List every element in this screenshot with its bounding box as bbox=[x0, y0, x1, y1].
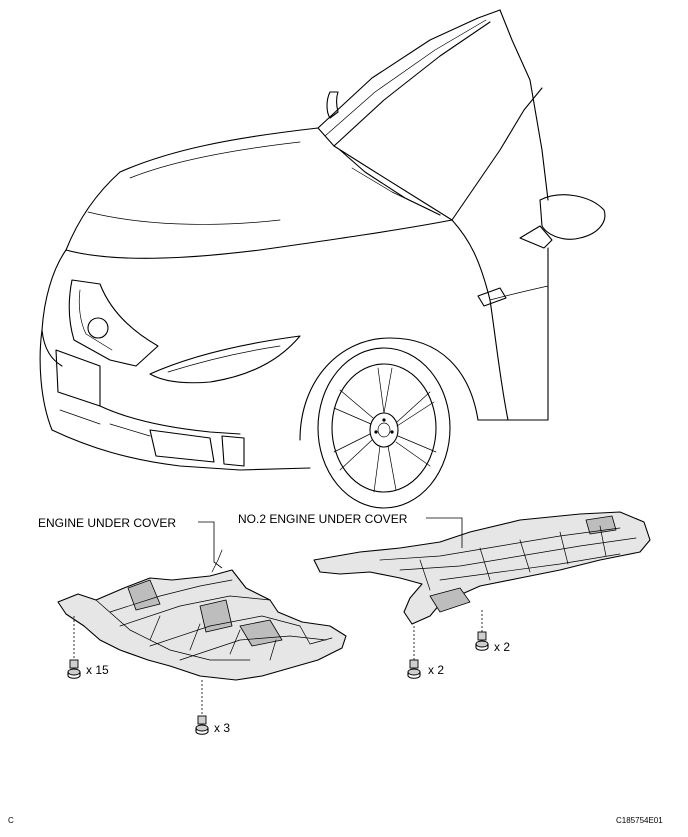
bolt-icon-x3 bbox=[195, 715, 209, 735]
bolt-quantity-2-left: x 2 bbox=[428, 663, 444, 677]
vehicle-illustration bbox=[39, 9, 606, 509]
bolt-quantity-3: x 3 bbox=[214, 721, 230, 735]
no2-engine-under-cover bbox=[313, 511, 651, 625]
bolt-quantity-15: x 15 bbox=[86, 663, 109, 677]
bolt-quantity-2-right: x 2 bbox=[494, 640, 510, 654]
figure-id: C185754E01 bbox=[616, 816, 663, 825]
corner-letter: C bbox=[8, 816, 14, 825]
bolt-icon-x15 bbox=[67, 659, 81, 679]
bolt-icon-x2-left bbox=[407, 659, 421, 679]
leader-lines bbox=[73, 517, 483, 716]
no2-engine-under-cover-label: NO.2 ENGINE UNDER COVER bbox=[238, 512, 408, 526]
engine-under-cover bbox=[57, 549, 347, 681]
engine-under-cover-label: ENGINE UNDER COVER bbox=[38, 516, 176, 530]
bolt-icon-x2-right bbox=[475, 631, 489, 651]
